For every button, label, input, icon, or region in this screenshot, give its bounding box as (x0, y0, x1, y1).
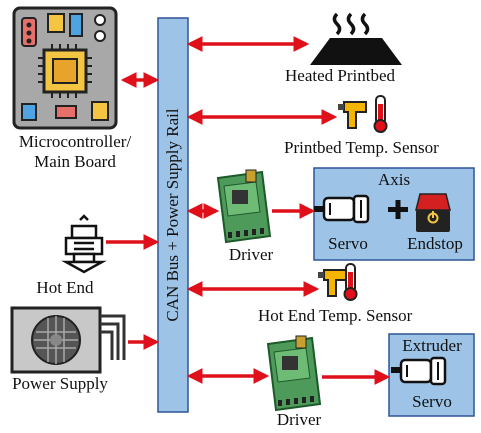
microcontroller-label: Microcontroller/ Main Board (4, 132, 146, 172)
heated-printbed-label: Heated Printbed (285, 66, 395, 85)
extruder-title: Extruder (402, 336, 462, 355)
extruder-servo-label: Servo (412, 392, 452, 411)
driver-board-icon-1 (216, 169, 272, 244)
hot-end-sensor-icon (318, 263, 358, 301)
bus-label: CAN Bus + Power Supply Rail (163, 108, 182, 322)
endstop-icon (415, 193, 451, 232)
printbed-sensor-icon (338, 95, 388, 133)
extruder-servo-icon (391, 356, 447, 386)
driver-board-icon-2 (266, 335, 322, 412)
axis-servo-icon (314, 194, 370, 224)
driver-label-2: Driver (276, 410, 322, 429)
hot-end-label: Hot End (36, 278, 94, 297)
hot-end-sensor-label: Hot End Temp. Sensor (258, 306, 413, 325)
axis-endstop-label: Endstop (407, 234, 463, 253)
heated-printbed-icon (310, 12, 402, 65)
axis-title: Axis (377, 170, 411, 189)
power-supply-icon (10, 306, 126, 374)
arrows (106, 36, 391, 385)
axis-servo-label: Servo (328, 234, 368, 253)
hot-end-icon (61, 214, 107, 274)
power-supply-label: Power Supply (12, 374, 108, 393)
bus-rail (157, 17, 189, 413)
microcontroller-label-line1: Microcontroller/ (18, 132, 132, 151)
printbed-sensor-label: Printbed Temp. Sensor (284, 138, 439, 157)
microcontroller-icon (12, 6, 118, 130)
driver-label-1: Driver (228, 245, 274, 264)
microcontroller-label-line2: Main Board (34, 152, 116, 171)
plus-icon (388, 200, 408, 219)
